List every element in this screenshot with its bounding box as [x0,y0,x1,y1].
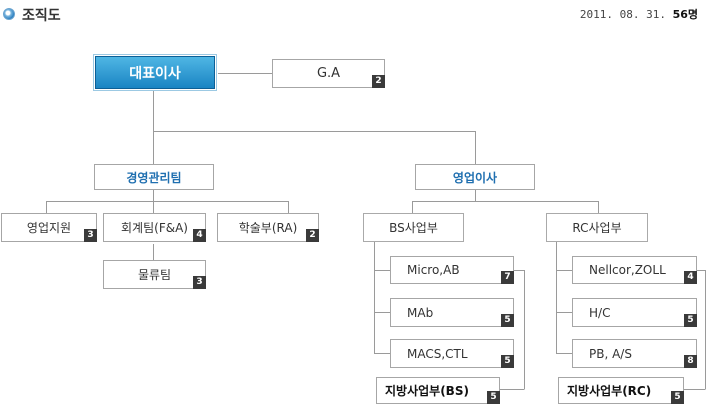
sales-support-count-badge: 3 [84,229,97,242]
org-node-management[interactable]: 경영관리팀 [94,164,214,190]
org-node-ga[interactable]: G.A 2 [272,59,385,88]
bs-micro-ab-count-badge: 7 [501,271,514,284]
academic-label: 학술부(RA) [238,221,298,235]
ga-label: G.A [316,66,341,81]
org-node-sales-director[interactable]: 영업이사 [415,164,535,190]
org-node-bs-regional[interactable]: 지방사업부(BS) 5 [376,377,500,404]
bs-mab-label: MAb [407,305,434,320]
rc-hc-count-badge: 5 [684,314,697,327]
report-date: 2011. 08. 31. [579,8,666,21]
accounting-count-badge: 4 [193,229,206,242]
bs-macs-ctl-count-badge: 5 [501,355,514,368]
bs-regional-count-badge: 5 [487,391,500,404]
org-node-ceo[interactable]: 대표이사 [95,56,215,89]
rc-nellcor-zoll-count-badge: 4 [684,271,697,284]
org-node-bs-macs-ctl[interactable]: MACS,CTL 5 [390,339,514,368]
org-node-rc-division[interactable]: RC사업부 [546,213,648,242]
bs-micro-ab-label: Micro,AB [407,263,460,277]
rc-division-label: RC사업부 [572,221,622,235]
accounting-label: 회계팀(F&A) [121,221,188,235]
bs-division-label: BS사업부 [389,221,438,235]
page-title: 조직도 [22,8,61,24]
sales-director-label: 영업이사 [452,170,498,185]
bs-mab-count-badge: 5 [501,314,514,327]
org-node-rc-nellcor-zoll[interactable]: Nellcor,ZOLL 4 [572,256,697,284]
management-label: 경영관리팀 [126,170,182,185]
bullet-icon [3,8,15,20]
org-node-academic[interactable]: 학술부(RA) 2 [217,213,319,242]
rc-regional-count-badge: 5 [671,391,684,404]
ga-count-badge: 2 [372,75,385,88]
ceo-label: 대표이사 [129,65,181,82]
logistics-count-badge: 3 [193,276,206,289]
org-node-rc-pb-as[interactable]: PB, A/S 8 [572,339,697,368]
org-node-accounting[interactable]: 회계팀(F&A) 4 [103,213,206,242]
academic-count-badge: 2 [306,229,319,242]
rc-pb-as-count-badge: 8 [684,355,697,368]
org-node-rc-regional[interactable]: 지방사업부(RC) 5 [558,377,684,404]
headcount: 56명 [672,8,698,21]
logistics-label: 물류팀 [137,268,172,282]
org-node-logistics[interactable]: 물류팀 3 [103,260,206,289]
sales-support-label: 영업지원 [26,221,72,235]
rc-regional-label: 지방사업부(RC) [567,384,652,398]
org-node-bs-division[interactable]: BS사업부 [363,213,464,242]
org-node-sales-support[interactable]: 영업지원 3 [1,213,97,242]
org-node-bs-micro-ab[interactable]: Micro,AB 7 [390,256,514,284]
org-node-rc-hc[interactable]: H/C 5 [572,298,697,327]
rc-pb-as-label: PB, A/S [589,346,632,361]
rc-nellcor-zoll-label: Nellcor,ZOLL [589,263,666,277]
bs-macs-ctl-label: MACS,CTL [407,346,468,361]
bs-regional-label: 지방사업부(BS) [385,384,469,398]
rc-hc-label: H/C [589,305,611,320]
org-node-bs-mab[interactable]: MAb 5 [390,298,514,327]
date-headcount: 2011. 08. 31. 56명 [580,6,698,22]
